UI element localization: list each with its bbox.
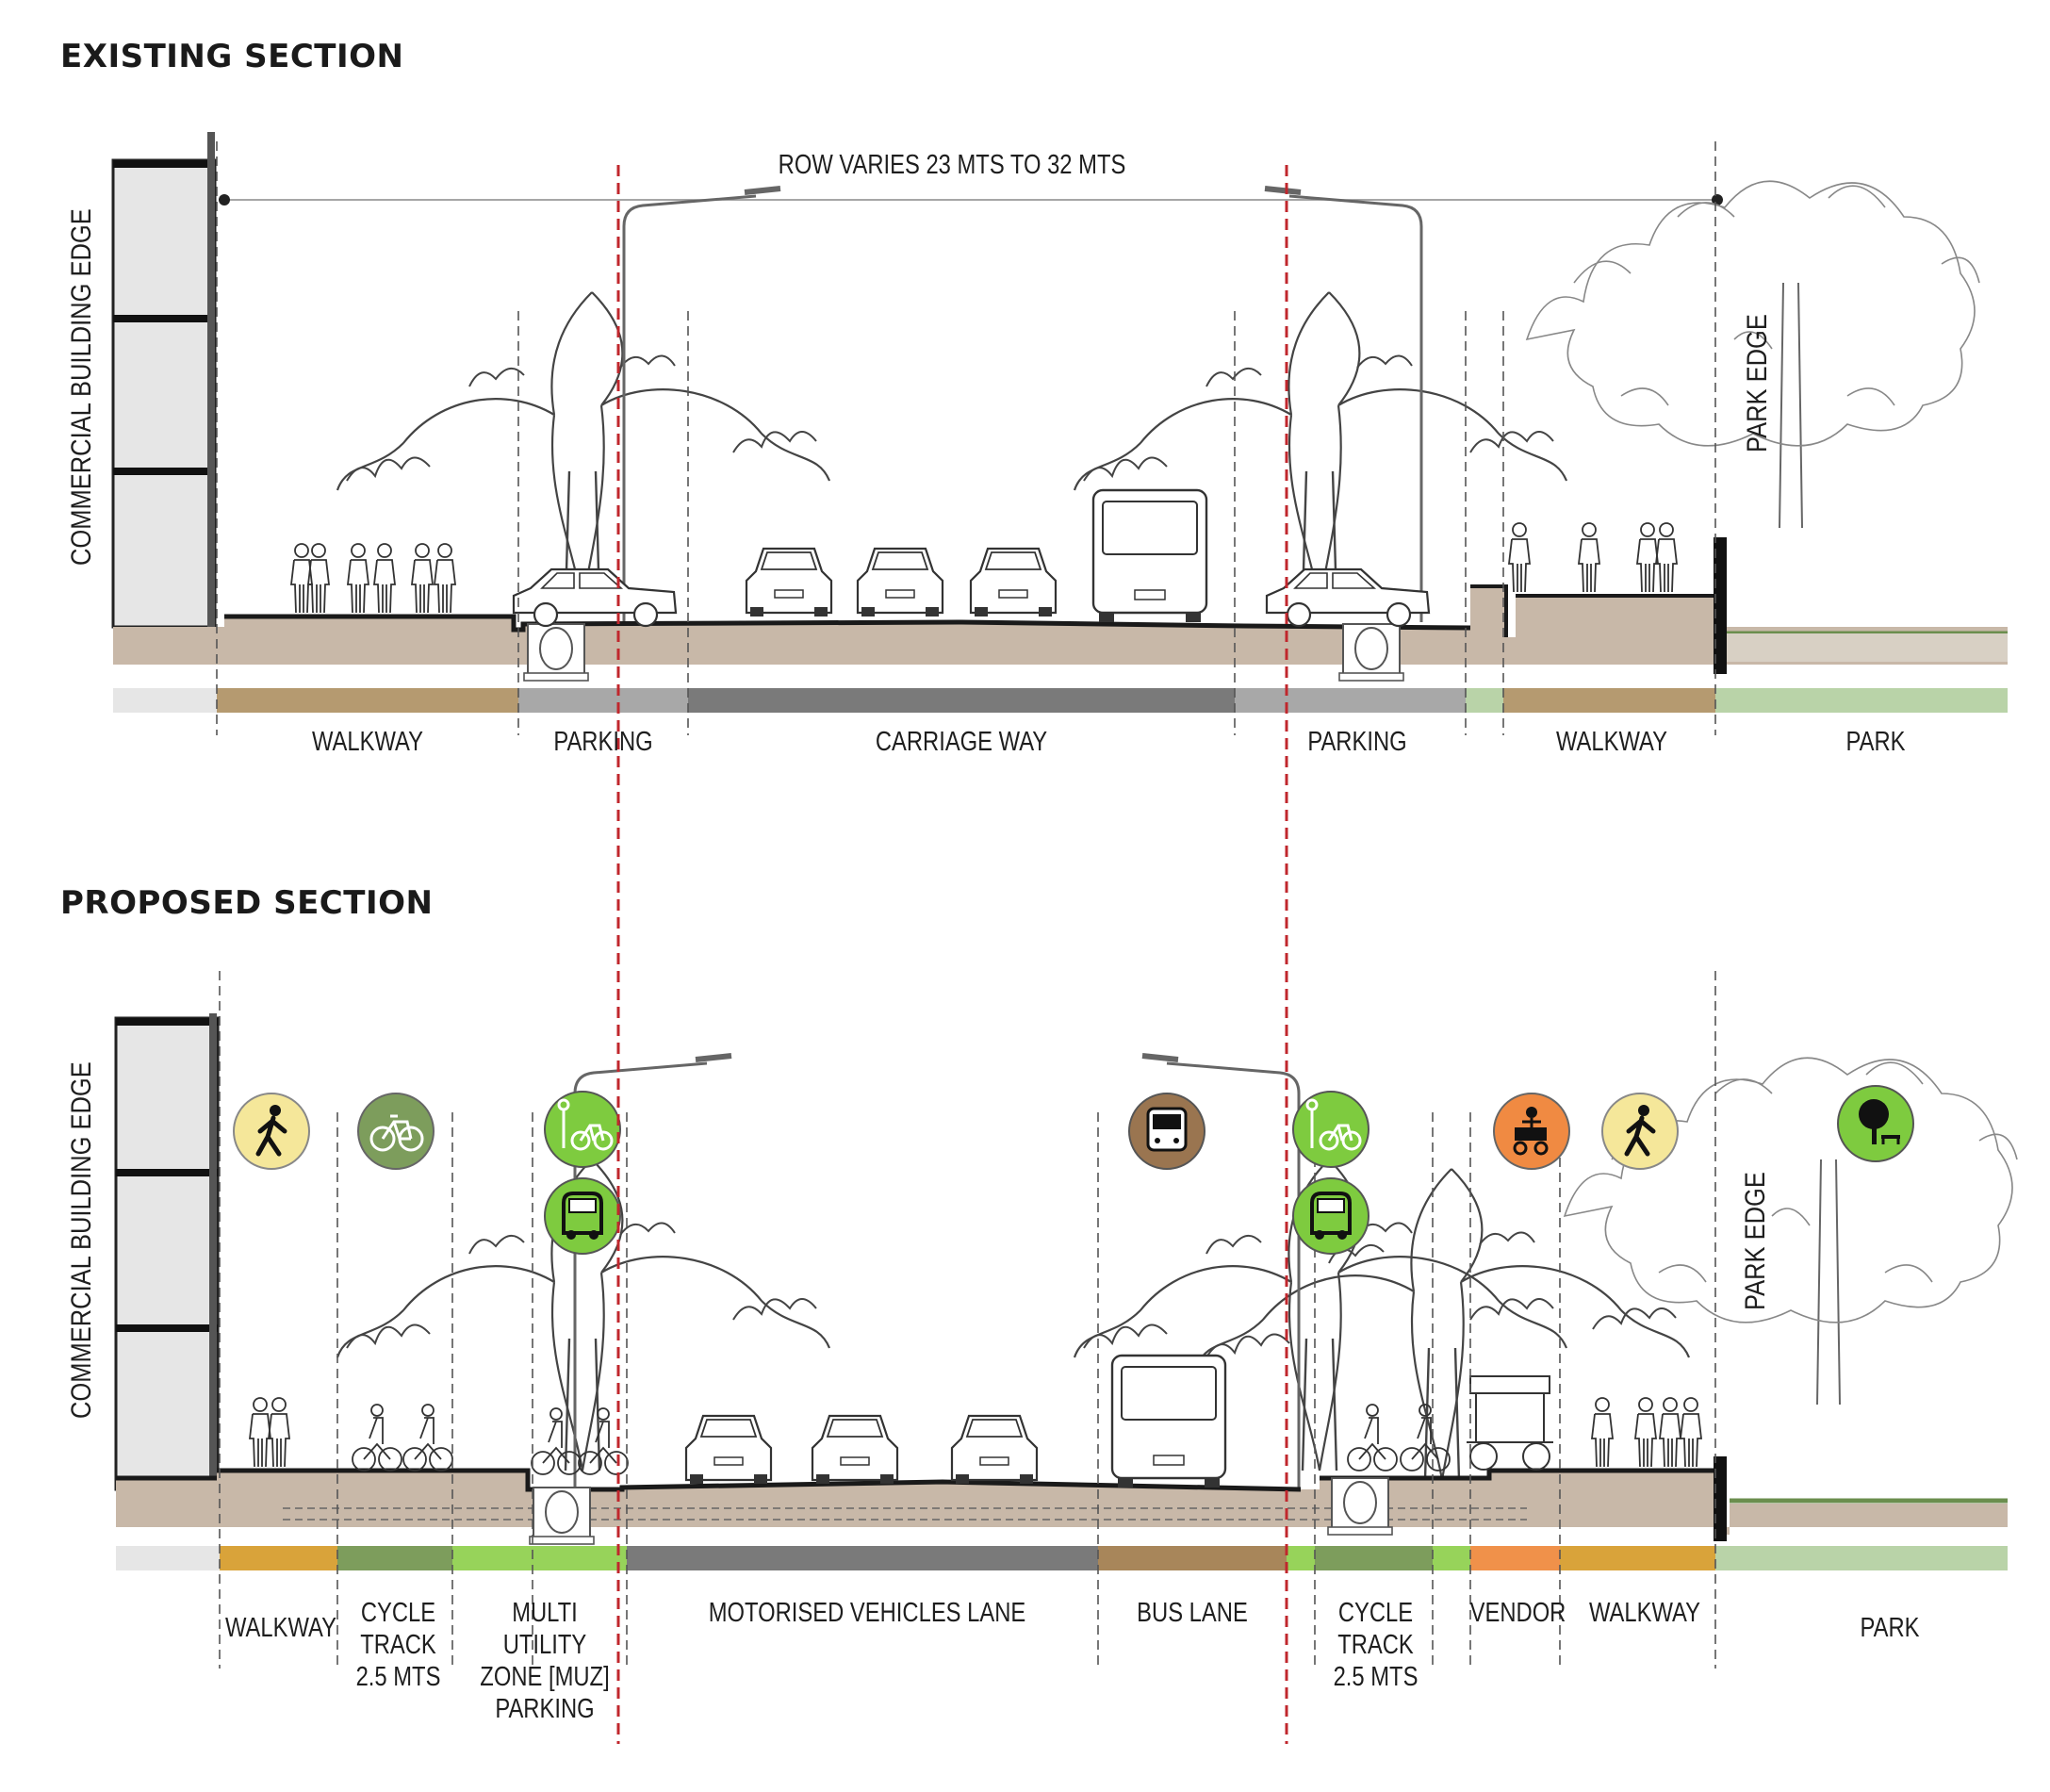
existing-building-edge-label: COMMERCIAL BUILDING EDGE [66,208,97,566]
tree-icon [1837,1085,1914,1162]
existing-zone-band [113,688,2008,713]
proposed-zone-bus-lane: BUS LANE [1137,1598,1248,1628]
proposed-section [114,971,2018,1669]
proposed-zone-vendor: VENDOR [1469,1598,1566,1628]
existing-section [111,132,2008,735]
existing-parked-car-right [1265,567,1431,628]
existing-pedestrians-left [290,543,456,614]
proposed-zone-park: PARK [1860,1613,1920,1643]
vendor-cart-icon [1493,1093,1570,1170]
existing-manhole-left [523,623,589,682]
proposed-zone-muz-parking: MULTI UTILITY ZONE [MUZ] PARKING [480,1598,610,1724]
proposed-cyclists-right [1347,1404,1451,1471]
cycle-icon [357,1093,435,1170]
existing-zone-walkway-right: WALKWAY [1555,727,1668,757]
proposed-vendor-cart [1467,1375,1553,1471]
existing-zone-dividers [216,141,1716,735]
proposed-pedestrians-left [249,1397,290,1468]
existing-streetlamp-left [624,189,780,622]
proposed-zone-cycle-track-right: CYCLE TRACK 2.5 MTS [1333,1598,1419,1692]
existing-manhole-right [1338,623,1404,682]
existing-building [111,132,217,632]
existing-tree-left [336,290,831,605]
proposed-zone-band [116,1546,2008,1570]
proposed-car-1 [684,1414,773,1486]
proposed-car-3 [950,1414,1039,1486]
existing-pedestrians-right [1508,522,1678,593]
proposed-zone-walkway-right: WALKWAY [1588,1598,1701,1628]
existing-car-2 [856,547,944,618]
auto-rickshaw-icon [544,1177,621,1255]
proposed-pedestrians-right [1591,1397,1702,1468]
proposed-car-2 [811,1414,899,1486]
proposed-building [114,1013,220,1494]
proposed-park-edge-label: PARK EDGE [1740,1172,1771,1310]
existing-zone-carriage-way: CARRIAGE WAY [875,727,1048,757]
pedestrian-icon [1601,1093,1679,1170]
proposed-zone-cycle-track-left: CYCLE TRACK 2.5 MTS [355,1598,441,1692]
auto-rickshaw-icon [1292,1177,1369,1255]
existing-car-3 [969,547,1058,618]
existing-car-1 [745,547,833,618]
existing-streetlamp-right [1265,189,1421,622]
proposed-cyclists-left [352,1404,453,1471]
existing-park-edge-label: PARK EDGE [1742,314,1773,452]
proposed-bus [1110,1354,1227,1489]
existing-zone-parking-left: PARKING [553,727,653,757]
cycle-stand-icon [544,1091,621,1168]
cycle-stand-icon [1292,1091,1369,1168]
proposed-building-edge-label: COMMERCIAL BUILDING EDGE [66,1061,97,1419]
proposed-zone-motorised-lane: MOTORISED VEHICLES LANE [708,1598,1026,1628]
proposed-manhole-left [529,1487,595,1545]
proposed-parked-motorbikes [531,1407,629,1475]
bus-icon [1128,1093,1205,1170]
proposed-section-heading: PROPOSED SECTION [60,884,434,922]
pedestrian-icon [233,1093,310,1170]
existing-bus [1091,488,1208,624]
proposed-zone-walkway-left: WALKWAY [224,1613,337,1643]
existing-parked-car-left [512,567,678,628]
existing-zone-walkway-left: WALKWAY [311,727,424,757]
proposed-tree-vendor [1195,1167,1691,1482]
proposed-manhole-right [1327,1477,1393,1536]
existing-zone-parking-right: PARKING [1307,727,1407,757]
existing-zone-park: PARK [1845,727,1906,757]
existing-section-heading: EXISTING SECTION [60,38,404,75]
row-label: ROW VARIES 23 MTS TO 32 MTS [778,150,1126,180]
